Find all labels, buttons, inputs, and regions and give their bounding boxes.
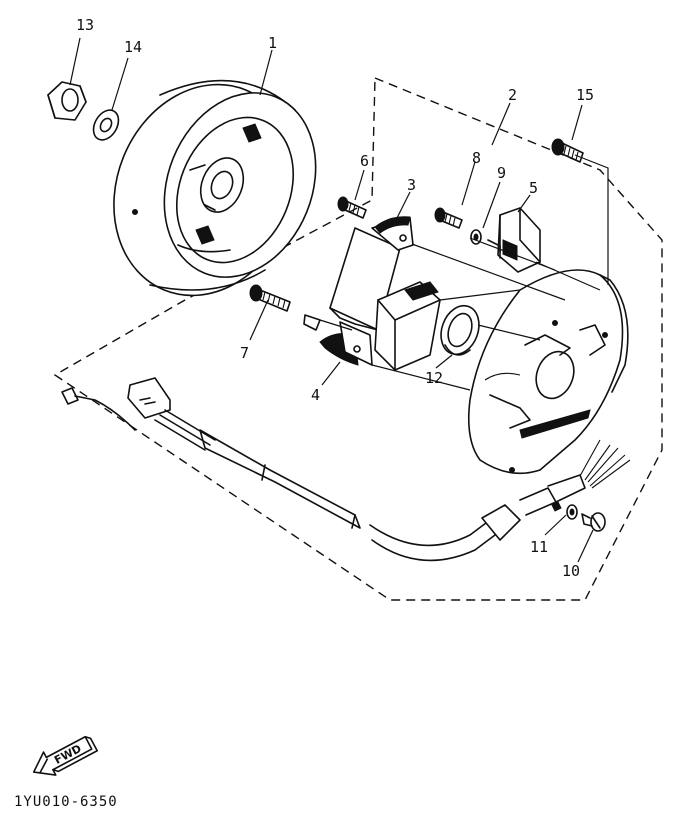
fwd-arrow-icon: FWD	[32, 735, 98, 776]
assembly-boundary	[53, 76, 663, 601]
callout-8: 8	[472, 149, 481, 167]
flywheel-nut	[47, 81, 87, 121]
screw-6	[337, 196, 367, 219]
callout-9: 9	[497, 164, 506, 182]
callout-leaders	[69, 37, 594, 563]
callout-1: 1	[268, 34, 277, 52]
callout-7: 7	[240, 344, 249, 362]
callout-6: 6	[360, 152, 369, 170]
pulser-coil-5	[487, 207, 541, 273]
callout-3: 3	[407, 176, 416, 194]
screw-15	[551, 138, 584, 163]
screw-8	[434, 207, 463, 229]
callout-15: 15	[576, 86, 594, 104]
flywheel-washer	[92, 109, 120, 141]
callout-11: 11	[530, 538, 548, 556]
callout-10: 10	[562, 562, 580, 580]
wiring-harness	[61, 377, 631, 562]
callout-13: 13	[76, 16, 94, 34]
screw-7	[249, 284, 291, 312]
callout-2: 2	[508, 86, 517, 104]
callout-12: 12	[425, 369, 443, 387]
callout-5: 5	[529, 179, 538, 197]
stator-base-plate	[467, 269, 629, 475]
callout-14: 14	[124, 38, 142, 56]
oil-seal-12	[440, 304, 480, 356]
flywheel-rotor	[113, 79, 317, 297]
exciter-coil-4	[303, 314, 373, 366]
lock-washer-9	[470, 229, 482, 245]
callout-4: 4	[311, 386, 320, 404]
projection-lines	[319, 154, 609, 391]
charge-coil-3	[329, 216, 441, 371]
washer-11	[566, 504, 578, 520]
figure-code: 1YU010-6350	[14, 794, 118, 810]
screw-10	[581, 512, 606, 532]
